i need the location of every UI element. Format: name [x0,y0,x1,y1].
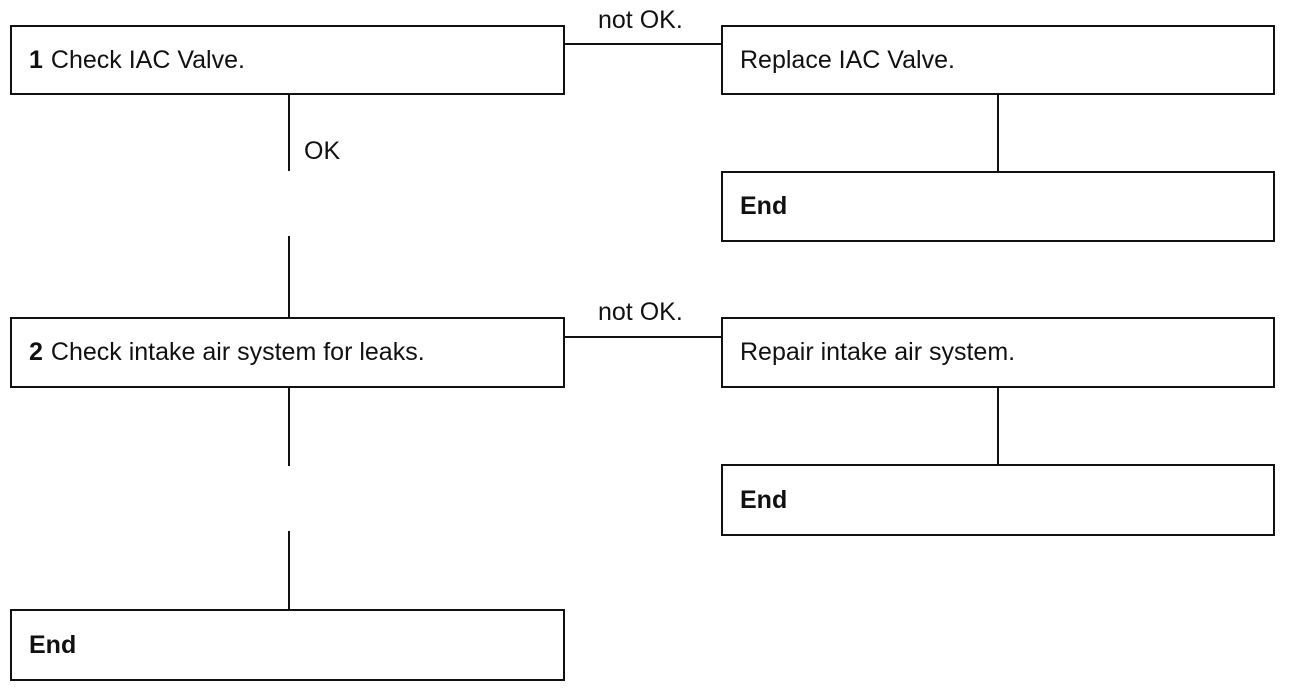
step2-not-ok-label: not OK. [598,298,683,326]
final-end-text: End [29,630,77,659]
final-end-box: End [10,609,565,681]
connector-step1-down-lower [288,236,290,319]
connector-step1-down-upper [288,93,290,171]
step2-number: 2 [29,338,43,366]
end-box-after-repair: End [721,464,1275,536]
connector-step1-to-replace [563,43,723,45]
connector-step2-down-upper [288,386,290,466]
step1-not-ok-label: not OK. [598,6,683,34]
end-box-after-replace: End [721,171,1275,242]
replace-iac-valve-text: Replace IAC Valve. [740,45,955,74]
end-text-after-repair: End [740,485,788,514]
step2-box: 2 Check intake air system for leaks. [10,317,565,388]
repair-intake-air-system-box: Repair intake air system. [721,317,1275,388]
step2-text: Check intake air system for leaks. [50,338,425,366]
step1-text: Check IAC Valve. [50,45,245,74]
connector-repair-to-end [997,386,999,466]
end-text-after-replace: End [740,192,788,220]
step1-ok-label: OK [304,137,341,165]
connector-replace-to-end [997,93,999,173]
repair-intake-air-system-text: Repair intake air system. [740,338,1016,366]
step1-box: 1 Check IAC Valve. [10,25,565,95]
connector-step2-to-repair [563,336,723,338]
step1-number: 1 [29,45,43,74]
connector-step2-down-lower [288,531,290,611]
replace-iac-valve-box: Replace IAC Valve. [721,25,1275,95]
